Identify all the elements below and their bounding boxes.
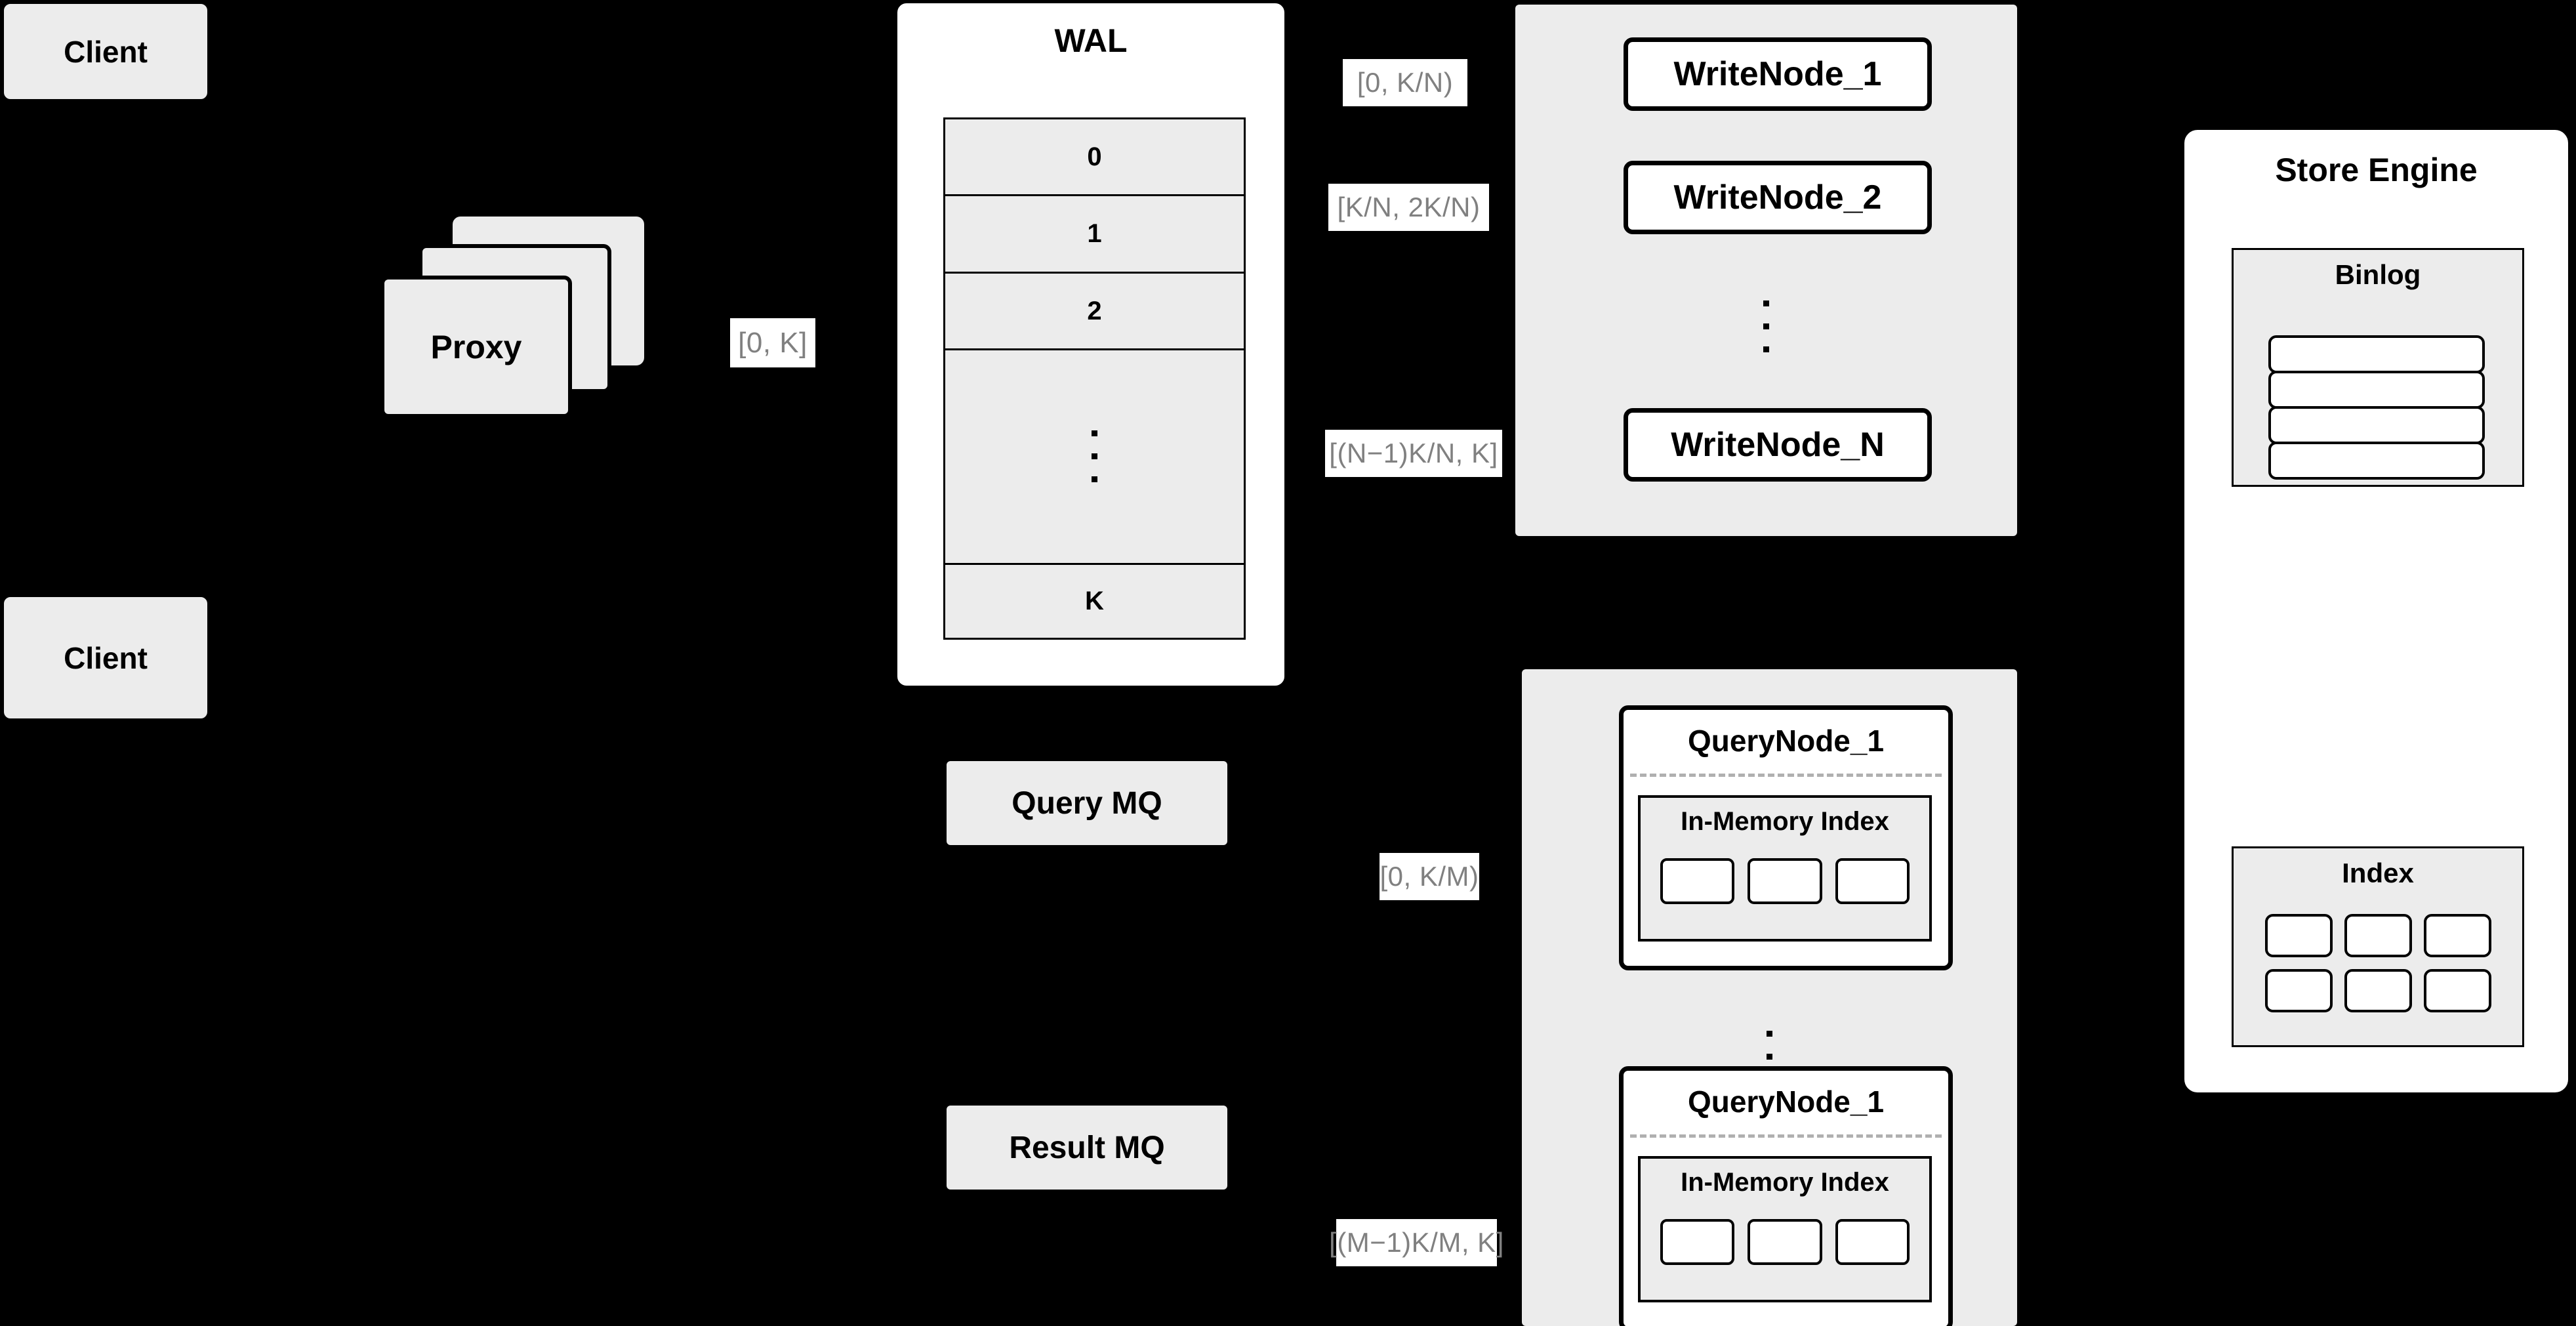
write-node-cluster: WriteNode_1 WriteNode_2 WriteNode_N [1515,5,2017,536]
range-label-query-node-1: [0, K/M) [1380,853,1479,900]
binlog-row[interactable] [2268,371,2485,409]
binlog-panel[interactable]: Binlog [2232,248,2524,487]
proxy-label: Proxy [430,328,522,365]
query-node-m-divider [1630,1134,1942,1138]
write-node-2-label: WriteNode_2 [1673,178,1882,217]
client-label-1: Client [64,34,148,69]
query-node-cluster: QueryNode_1 In-Memory Index QueryNode_1 … [1522,669,2017,1326]
wal-row[interactable]: 0 [945,119,1244,197]
arrow-line-to-binlog [2154,385,2192,388]
wal-row[interactable]: 2 [945,273,1244,351]
query-node-1-divider [1630,774,1942,777]
in-memory-index-1[interactable]: In-Memory Index [1638,795,1932,942]
index-cell[interactable] [2424,969,2491,1012]
result-mq-box[interactable]: Result MQ [947,1106,1227,1190]
binlog-row[interactable] [2268,442,2485,480]
range-label-write-node-2: [K/N, 2K/N) [1328,184,1489,231]
wal-row-value: 1 [1087,219,1102,249]
index-cell-grid [2265,914,2491,1012]
wal-row[interactable]: K [945,564,1244,638]
range-label-query-node-m: [(M−1)K/M, K] [1329,1219,1503,1266]
wal-row-value: K [1085,586,1104,615]
in-memory-index-m-title: In-Memory Index [1681,1168,1889,1197]
store-engine-title: Store Engine [2275,152,2478,188]
write-node-1[interactable]: WriteNode_1 [1624,37,1932,111]
index-segment[interactable] [1835,1219,1910,1265]
index-cell[interactable] [2344,914,2412,957]
write-node-1-label: WriteNode_1 [1673,55,1882,93]
index-segment[interactable] [1748,858,1822,904]
range-label-query-node-m-text: [(M−1)K/M, K] [1329,1227,1504,1258]
binlog-row[interactable] [2268,406,2485,444]
index-cell[interactable] [2424,914,2491,957]
range-label-query-node-1-text: [0, K/M) [1380,861,1479,892]
proxy-stack[interactable]: Proxy [380,217,656,440]
binlog-title: Binlog [2335,259,2421,290]
wal-row-value: 2 [1087,296,1102,325]
index-segment[interactable] [1660,858,1735,904]
index-segment[interactable] [1660,1219,1735,1265]
range-label-write-node-n: [(N−1)K/N, K] [1325,430,1502,477]
index-cell[interactable] [2265,914,2333,957]
query-node-m[interactable]: QueryNode_1 In-Memory Index [1619,1066,1953,1326]
range-label-write-node-n-text: [(N−1)K/N, K] [1329,438,1498,468]
in-memory-index-m[interactable]: In-Memory Index [1638,1156,1932,1302]
client-box-2[interactable]: Client [4,597,207,718]
wal-entry-table: 0 1 2 K [943,117,1246,640]
index-segment[interactable] [1835,858,1910,904]
range-label-write-node-2-text: [K/N, 2K/N) [1337,192,1481,222]
index-title: Index [2342,858,2414,888]
write-node-n[interactable]: WriteNode_N [1624,408,1932,482]
wal-title: WAL [1054,22,1128,59]
range-label-proxy-to-wal-text: [0, K] [738,326,808,359]
write-node-2[interactable]: WriteNode_2 [1624,161,1932,234]
proxy-card-front[interactable]: Proxy [380,276,572,418]
arrow-line-to-index [2154,949,2192,952]
index-segment[interactable] [1748,1219,1822,1265]
range-label-write-node-1-text: [0, K/N) [1357,67,1454,98]
query-node-1-title: QueryNode_1 [1687,724,1885,758]
index-cell[interactable] [2344,969,2412,1012]
range-label-proxy-to-wal: [0, K] [730,318,815,367]
wal-panel: WAL 0 1 2 K [897,3,1284,686]
client-box-1[interactable]: Client [4,4,207,99]
binlog-row-stack [2268,335,2485,480]
query-mq-box[interactable]: Query MQ [947,761,1227,845]
wal-row-value: 0 [1087,142,1102,171]
in-memory-index-1-segments [1660,858,1910,904]
store-engine-panel: Store Engine Binlog Index [2184,130,2568,1092]
range-label-write-node-1: [0, K/N) [1343,59,1467,106]
query-node-1[interactable]: QueryNode_1 In-Memory Index [1619,705,1953,970]
client-label-2: Client [64,640,148,675]
query-mq-label: Query MQ [1012,785,1162,821]
wal-row-ellipsis [945,350,1244,565]
query-node-m-title: QueryNode_1 [1687,1085,1885,1119]
wal-row[interactable]: 1 [945,196,1244,274]
index-panel[interactable]: Index [2232,846,2524,1047]
in-memory-index-1-title: In-Memory Index [1681,807,1889,836]
write-node-n-label: WriteNode_N [1671,426,1885,464]
in-memory-index-m-segments [1660,1219,1910,1265]
index-cell[interactable] [2265,969,2333,1012]
result-mq-label: Result MQ [1009,1130,1165,1165]
write-node-cluster-ellipsis [1515,267,2017,385]
binlog-row[interactable] [2268,335,2485,373]
